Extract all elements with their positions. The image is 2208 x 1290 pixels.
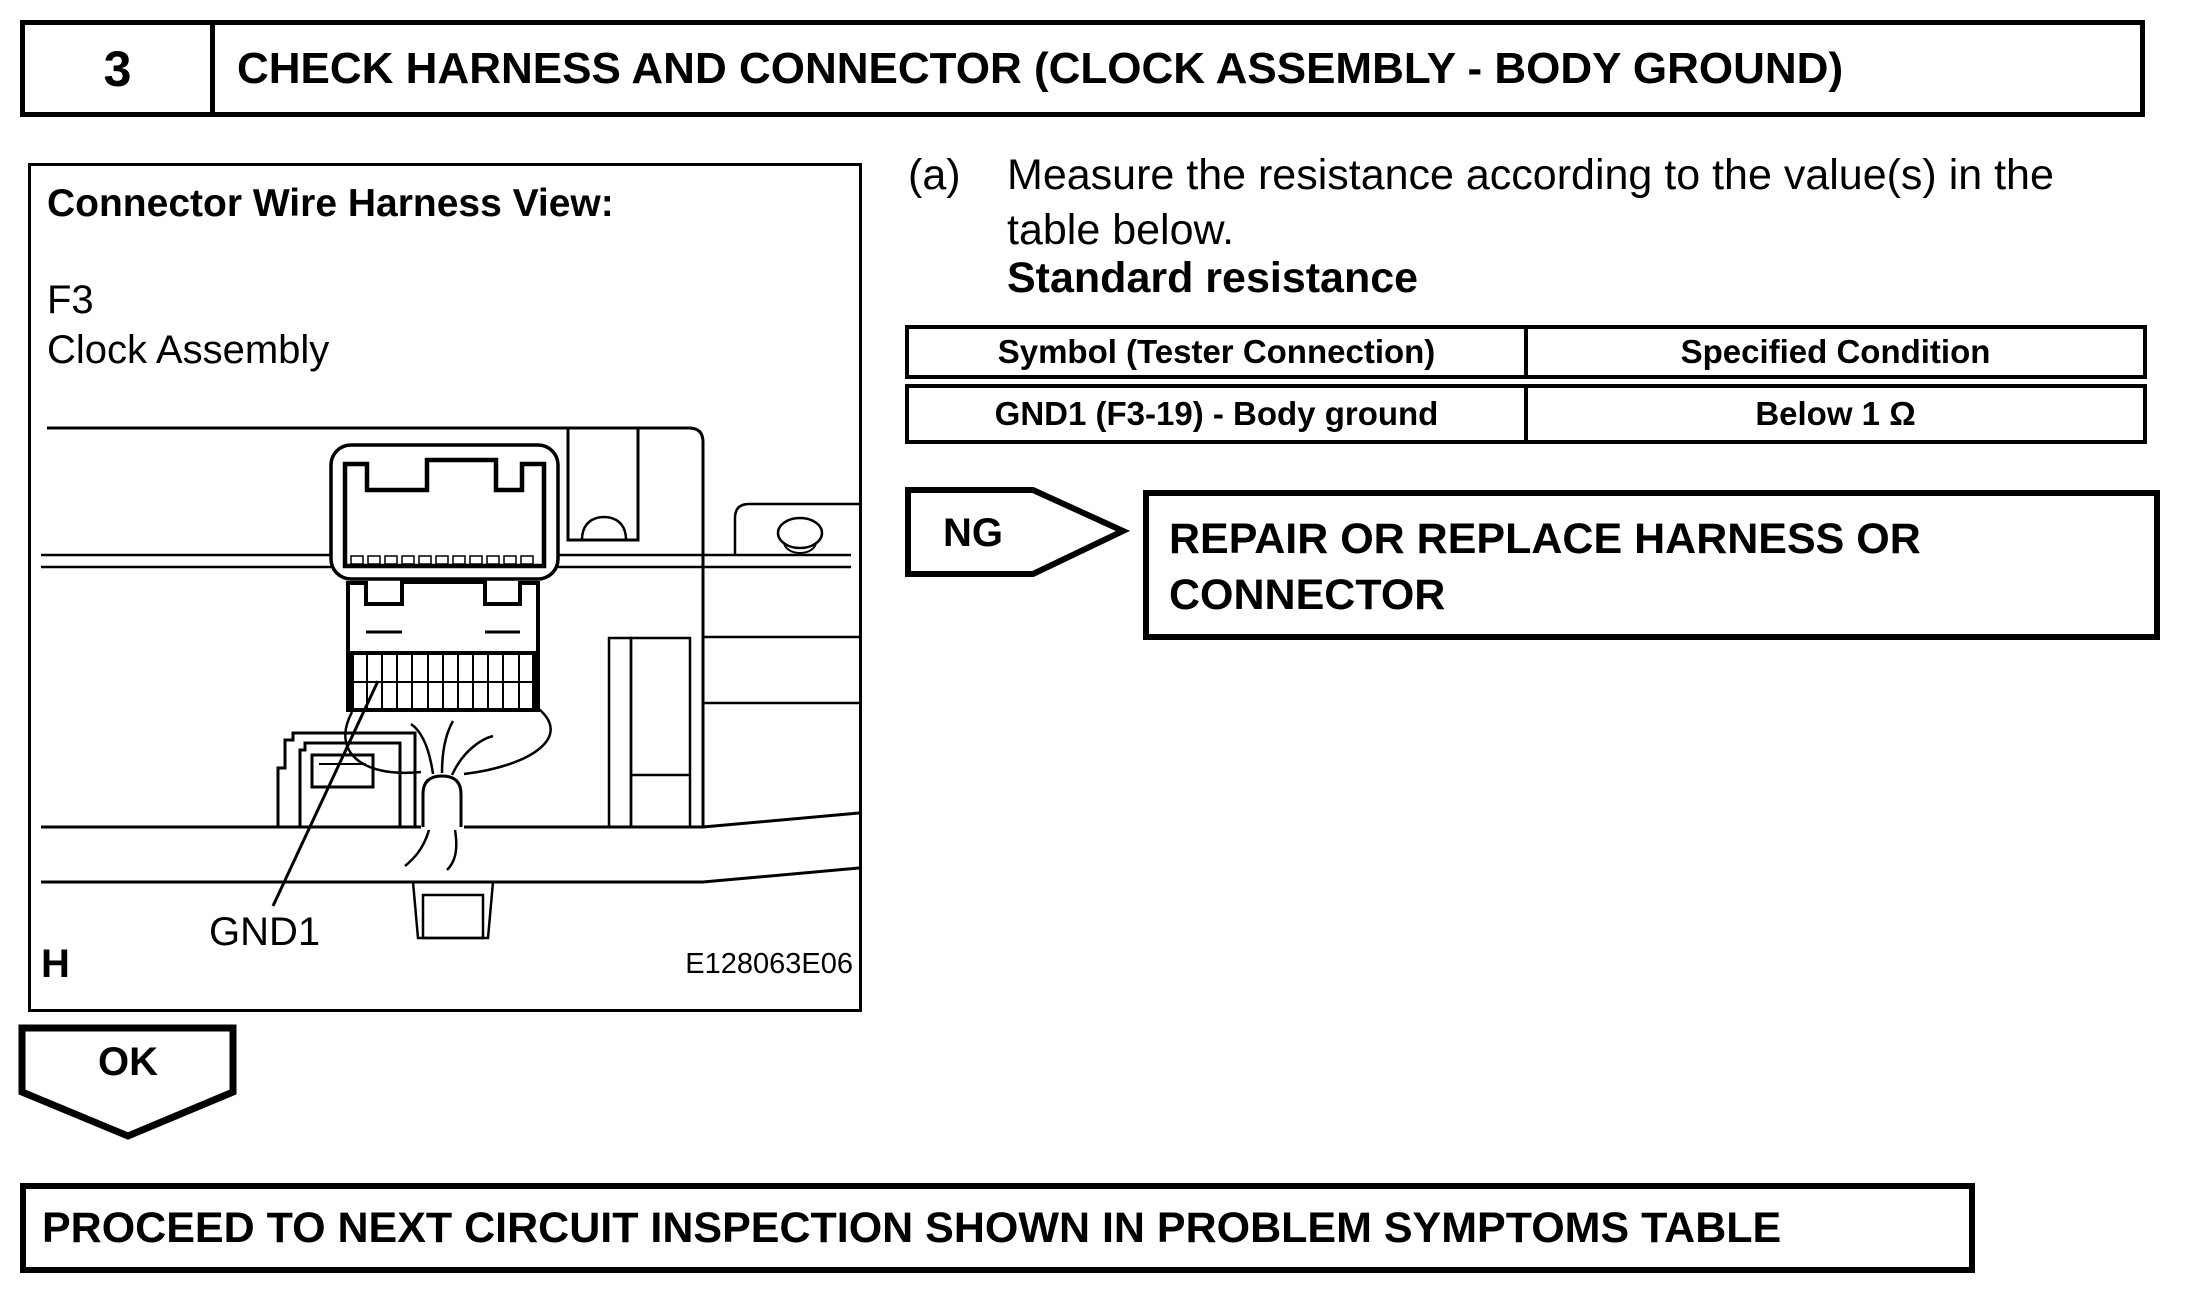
panel-tab <box>411 880 495 940</box>
socket-teeth <box>350 555 534 565</box>
connector-diagram <box>41 426 859 940</box>
column-header-condition: Specified Condition <box>1524 325 2147 388</box>
pin-grid <box>350 651 536 712</box>
step-header: 3 CHECK HARNESS AND CONNECTOR (CLOCK ASS… <box>20 20 2145 117</box>
upper-connector <box>329 443 560 581</box>
connector-figure: Connector Wire Harness View: F3 Clock As… <box>28 163 862 1012</box>
figure-id: E128063E06 <box>685 948 853 980</box>
column-header-symbol: Symbol (Tester Connection) <box>905 325 1528 388</box>
ok-label: OK <box>98 1040 158 1084</box>
instruction-text: Measure the resistance according to the … <box>1007 151 2054 254</box>
step-title: CHECK HARNESS AND CONNECTOR (CLOCK ASSEM… <box>237 43 1844 93</box>
instruction-block: (a) Measure the resistance according to … <box>908 148 2148 258</box>
resistance-table: Symbol (Tester Connection) Specified Con… <box>905 325 2147 444</box>
standard-resistance-heading: Standard resistance <box>1007 254 1419 302</box>
cell-symbol: GND1 (F3-19) - Body ground <box>905 379 1528 444</box>
gnd1-leader-line <box>271 680 380 907</box>
footer-action-box: PROCEED TO NEXT CIRCUIT INSPECTION SHOWN… <box>20 1183 1975 1273</box>
pin-label: GND1 <box>209 910 321 954</box>
step-number: 3 <box>25 25 215 112</box>
connector-name: Clock Assembly <box>47 328 330 372</box>
ng-arrow-shape: NG <box>905 487 1131 577</box>
ng-action-box: REPAIR OR REPLACE HARNESS OR CONNECTOR <box>1143 490 2160 640</box>
table-row: GND1 (F3-19) - Body ground Below 1 Ω <box>905 379 2147 444</box>
view-marker: H <box>41 942 70 986</box>
lower-connector <box>346 580 540 712</box>
figure-title: Connector Wire Harness View: <box>47 182 614 225</box>
instruction-marker: (a) <box>908 151 961 199</box>
cell-condition: Below 1 Ω <box>1524 379 2147 444</box>
ng-label: NG <box>943 511 1003 555</box>
connector-code: F3 <box>47 278 94 322</box>
panel-lines <box>41 426 859 884</box>
ok-arrow-shape: OK <box>18 1024 237 1140</box>
table-header-row: Symbol (Tester Connection) Specified Con… <box>905 325 2147 388</box>
wire-bundle <box>344 704 552 871</box>
